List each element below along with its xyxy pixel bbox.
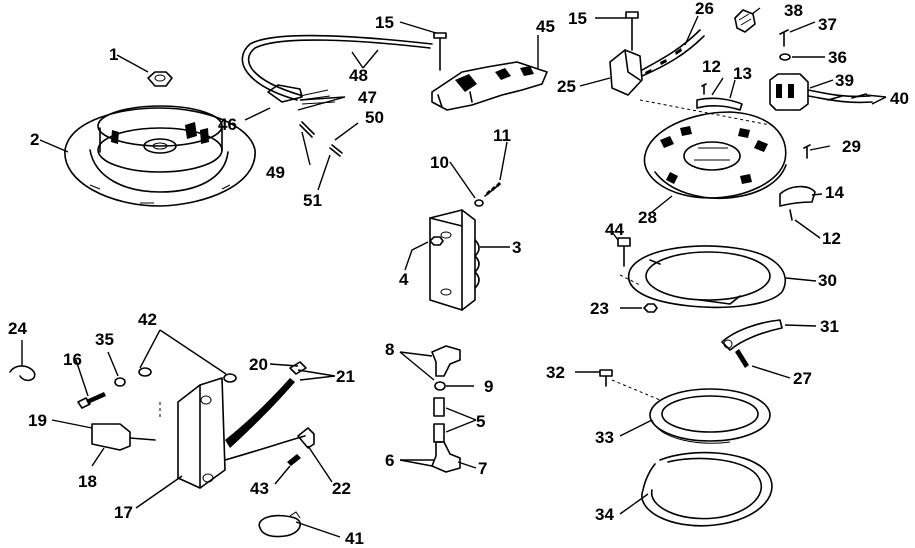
plug-boots: [431, 345, 461, 473]
callout-44: 44: [605, 220, 624, 239]
callout-42: 42: [138, 310, 157, 329]
callout-18: 18: [78, 472, 97, 491]
callout-39: 39: [835, 71, 854, 90]
wire-clip: [9, 365, 36, 382]
callout-45: 45: [536, 17, 555, 36]
callout-12b: 12: [822, 229, 841, 248]
plate-screw: [803, 144, 811, 159]
callout-32: 32: [546, 363, 565, 382]
clip-screw: [701, 83, 707, 95]
callout-labels: 1 2 3 4 5 6 7 8 9 10 11 12 12 13 14 15 1…: [8, 0, 909, 548]
terminal-block: [769, 73, 873, 111]
ring-screw: [599, 369, 613, 387]
callout-11: 11: [493, 126, 511, 145]
callout-15a: 15: [375, 13, 394, 32]
module-washer: [474, 199, 484, 207]
timer-base-assembly: [431, 32, 548, 111]
spring: [287, 454, 301, 466]
callout-31: 31: [820, 317, 839, 336]
callout-48: 48: [349, 66, 368, 85]
mount-bolt: [77, 392, 106, 409]
module-nut: [429, 236, 444, 246]
callout-7: 7: [478, 459, 487, 478]
ignition-module: [429, 209, 480, 311]
terminal-9: [434, 381, 446, 391]
plate-nut: [643, 303, 658, 313]
callout-29: 29: [842, 137, 861, 156]
callout-37: 37: [818, 15, 837, 34]
plate-bolt: [617, 237, 631, 267]
wire-harness: [241, 34, 433, 105]
callout-34: 34: [595, 505, 614, 524]
callout-14: 14: [825, 183, 844, 202]
module-screw: [484, 182, 501, 197]
leader-lines: [21, 7, 887, 538]
callout-2: 2: [30, 130, 39, 149]
callout-26: 26: [695, 0, 714, 18]
callout-41: 41: [345, 529, 364, 548]
throttle-arm: [721, 319, 783, 351]
callout-10: 10: [430, 153, 449, 172]
callout-19: 19: [28, 411, 47, 430]
callout-25: 25: [557, 77, 576, 96]
callout-16: 16: [63, 350, 82, 369]
cam-follower: [779, 185, 816, 207]
callout-12a: 12: [702, 57, 721, 76]
retainer-plate: [627, 245, 787, 309]
small-screw: [779, 29, 789, 47]
assembly-lines: [159, 99, 771, 420]
callout-1: 1: [109, 45, 118, 64]
callout-8: 8: [385, 340, 394, 359]
hose-clamp: [258, 511, 301, 538]
lock-washer: [779, 53, 791, 61]
armature-plate: [643, 111, 787, 200]
callout-27: 27: [793, 369, 812, 388]
callout-47: 47: [358, 88, 377, 107]
callout-22: 22: [332, 479, 351, 498]
charge-coil: [609, 11, 705, 96]
spark-plug-boot: [297, 427, 315, 449]
grommets: [138, 367, 237, 383]
callout-6: 6: [385, 451, 394, 470]
ring-plate: [649, 388, 771, 444]
flywheel: [64, 105, 256, 207]
callout-40: 40: [890, 89, 909, 108]
callout-13: 13: [733, 64, 752, 83]
callout-21: 21: [336, 367, 355, 386]
retaining-ring: [641, 451, 773, 527]
retainer-clip: [696, 97, 743, 111]
callout-24: 24: [8, 319, 27, 338]
callout-33: 33: [595, 428, 614, 447]
callout-17: 17: [114, 503, 133, 522]
callout-36: 36: [828, 48, 847, 67]
arm-screw: [735, 349, 749, 368]
callout-4: 4: [399, 270, 409, 289]
callout-30: 30: [818, 271, 837, 290]
callout-51: 51: [303, 191, 322, 210]
wire-connector: [91, 423, 156, 451]
callout-9: 9: [484, 377, 493, 396]
callout-23: 23: [590, 299, 609, 318]
flywheel-nut: [147, 71, 173, 87]
lead-sleeves: [433, 397, 445, 443]
callout-38: 38: [784, 1, 803, 20]
callout-20: 20: [249, 355, 268, 374]
follower-screw: [789, 209, 793, 221]
callout-43: 43: [250, 479, 269, 498]
callout-3: 3: [512, 238, 521, 257]
callout-35: 35: [95, 330, 114, 349]
connector-sleeves: [299, 121, 343, 157]
washer-35: [114, 377, 126, 387]
callout-15b: 15: [568, 9, 587, 28]
indicator-bulb: [734, 9, 756, 33]
callout-50: 50: [365, 108, 384, 127]
callout-49: 49: [266, 163, 285, 182]
callout-5: 5: [476, 412, 485, 431]
callout-28: 28: [638, 208, 657, 227]
callout-46: 46: [218, 115, 237, 134]
